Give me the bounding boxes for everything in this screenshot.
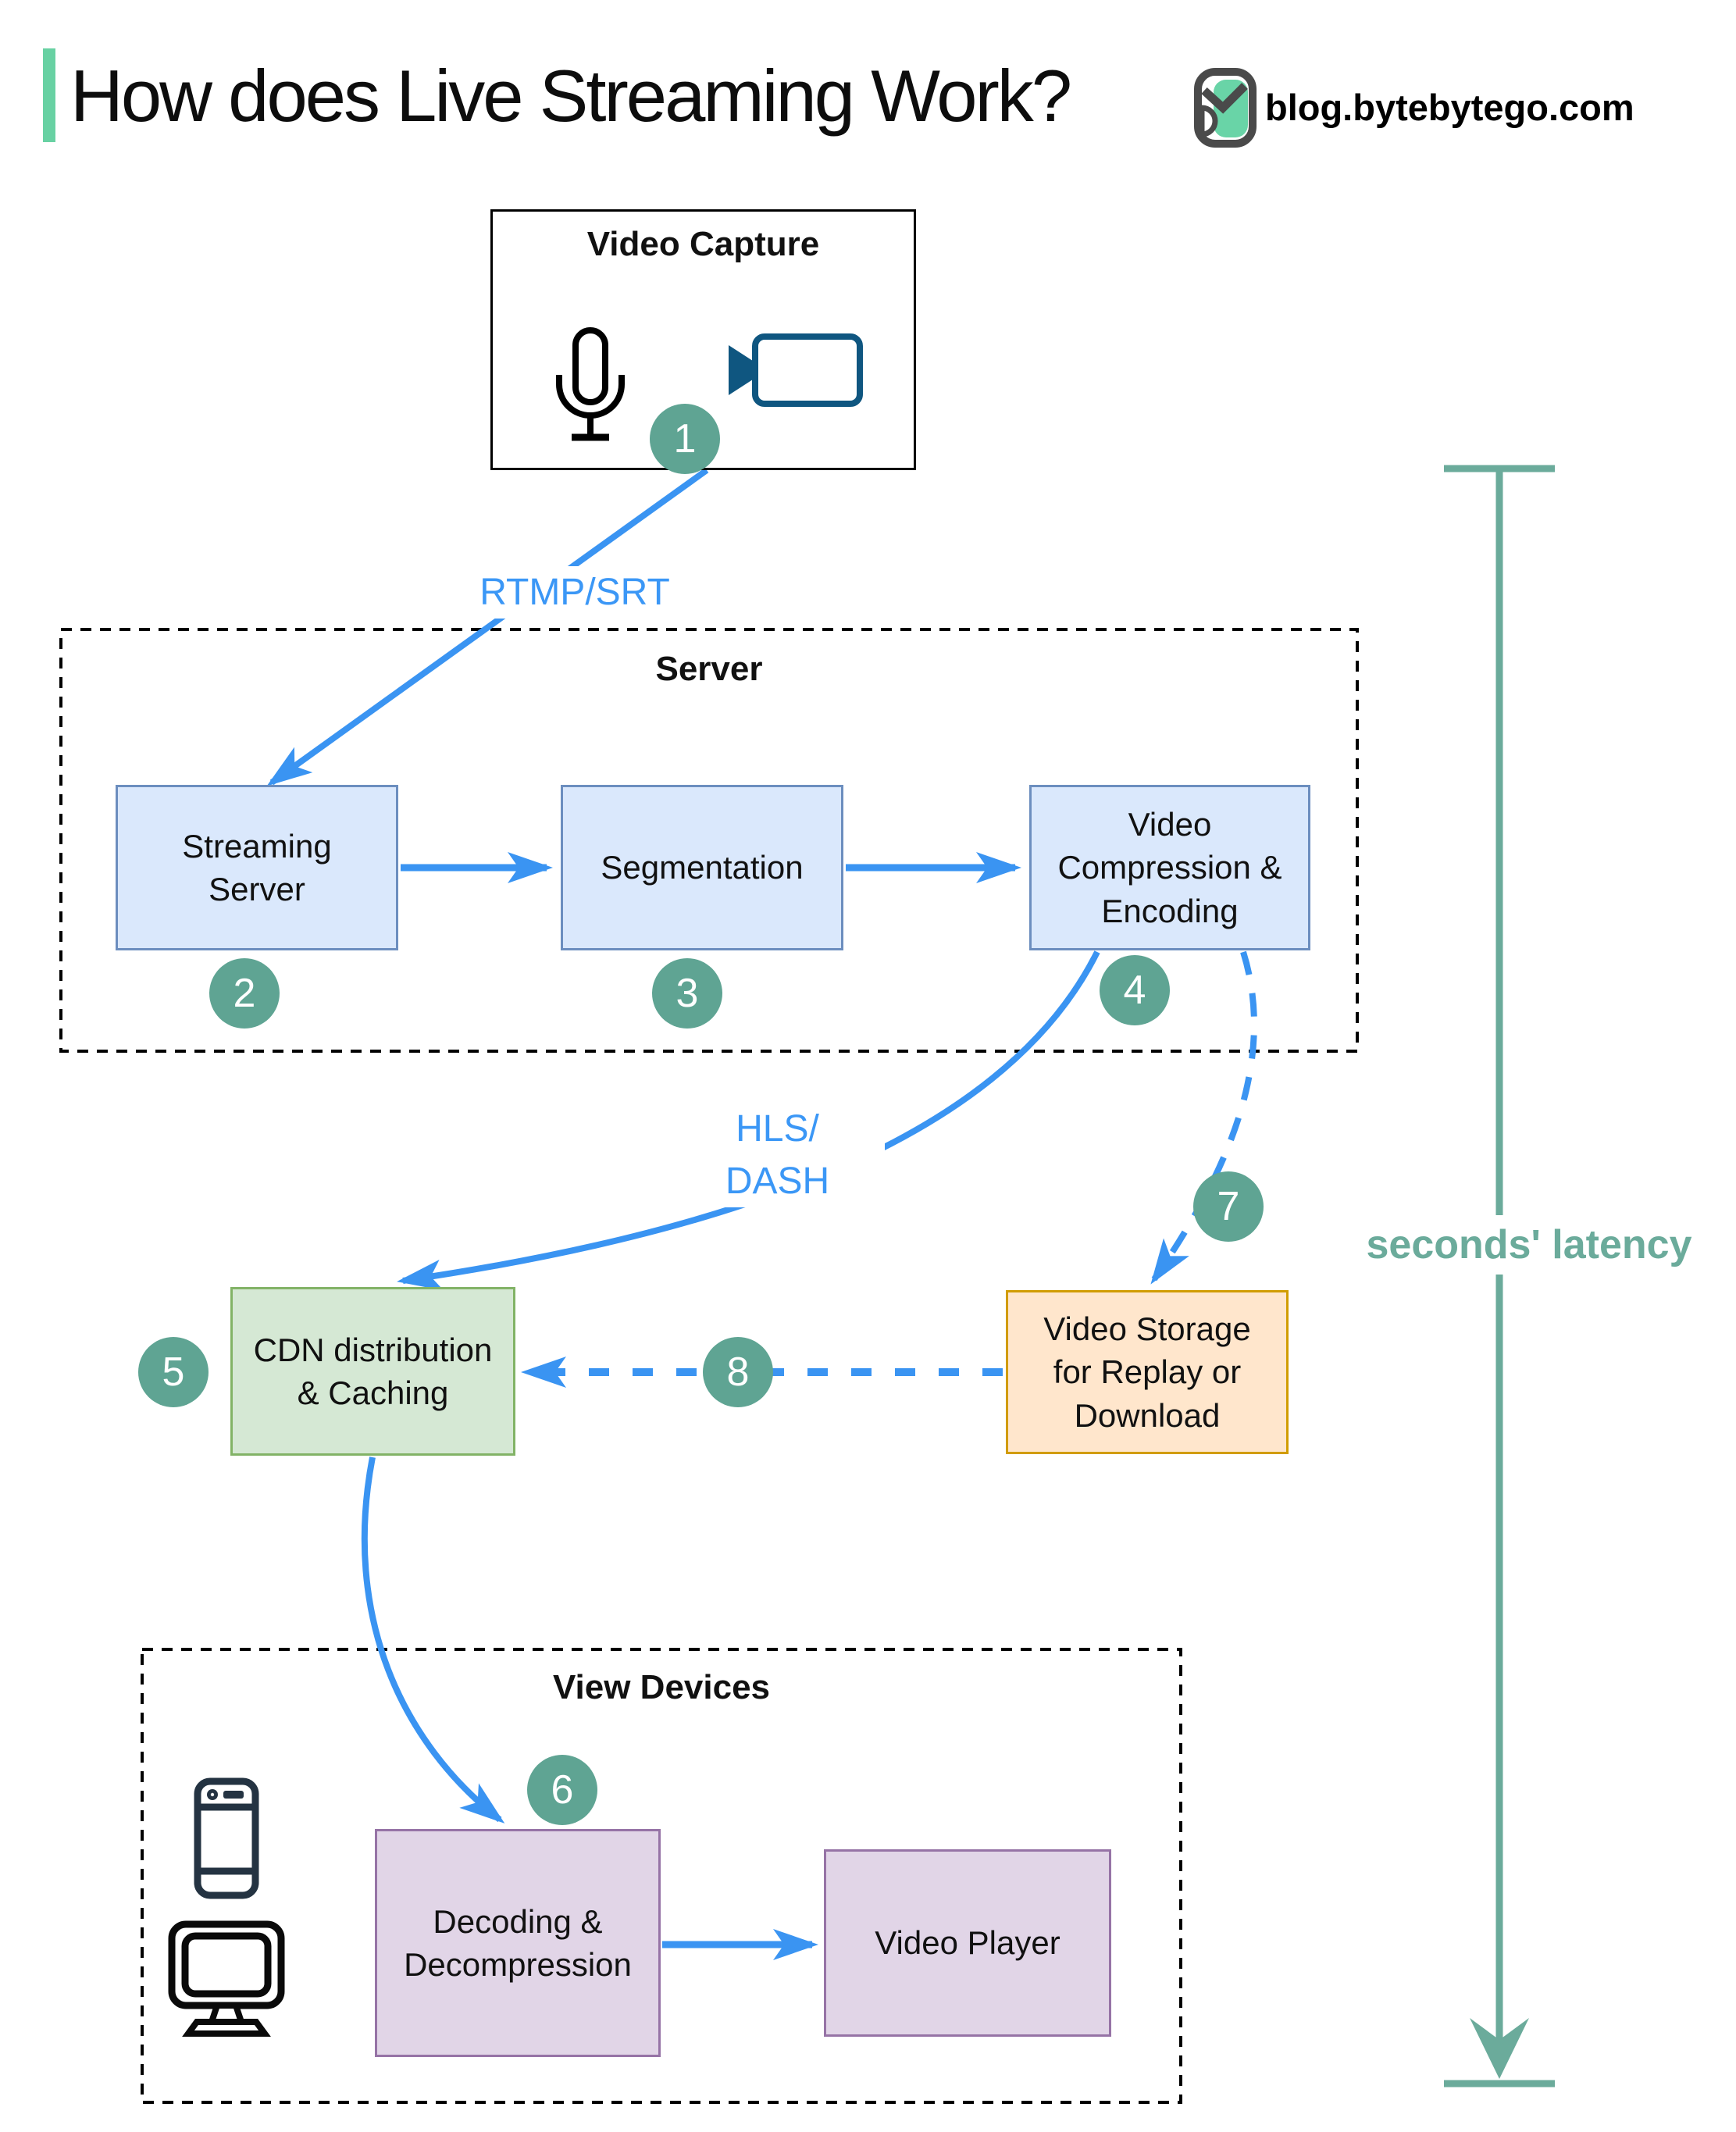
edge-label-hls-dash: HLS/ DASH (670, 1103, 885, 1208)
streaming-server-box: Streaming Server (116, 785, 398, 950)
step-badge-5: 5 (138, 1337, 209, 1407)
step-badge-6: 6 (527, 1755, 597, 1825)
step-badge-1: 1 (650, 404, 720, 474)
site-url-label: blog.bytebytego.com (1265, 87, 1634, 128)
latency-measure-line (1444, 465, 1555, 2087)
video-storage-box: Video Storage for Replay or Download (1006, 1290, 1289, 1454)
video-player-box: Video Player (824, 1849, 1111, 2037)
step-badge-2: 2 (209, 958, 280, 1029)
video-capture-title: Video Capture (586, 225, 820, 263)
decoding-box: Decoding & Decompression (375, 1829, 661, 2057)
step-badge-4: 4 (1100, 955, 1170, 1025)
edge-label-rtmp-srt: RTMP/SRT (449, 566, 700, 619)
server-group-outline (59, 628, 1359, 1053)
video-compression-box: Video Compression & Encoding (1029, 785, 1310, 950)
server-group-title: Server (655, 650, 763, 688)
cdn-distribution-box: CDN distribution & Caching (230, 1287, 515, 1456)
step-badge-8: 8 (703, 1337, 773, 1407)
edge-cdn-to-decoding (361, 1456, 505, 1824)
step-badge-7: 7 (1193, 1171, 1264, 1242)
page-title: How does Live Streaming Work? (70, 55, 1072, 137)
step-badge-3: 3 (652, 958, 722, 1029)
view-devices-group-outline (141, 1648, 1182, 2104)
video-camera-icon (729, 333, 863, 407)
segmentation-box: Segmentation (561, 785, 843, 950)
mic-icon (556, 327, 625, 441)
bytebytego-logo-icon (1194, 68, 1257, 148)
view-devices-group-title: View Devices (552, 1668, 771, 1706)
latency-annotation: seconds' latency (1365, 1215, 1693, 1275)
smartphone-icon (194, 1777, 259, 1899)
monitor-icon (168, 1920, 285, 2037)
edge-compression-to-storage (1150, 950, 1257, 1285)
title-accent-bar (43, 48, 55, 142)
edge-capture-to-streaming (266, 467, 709, 786)
